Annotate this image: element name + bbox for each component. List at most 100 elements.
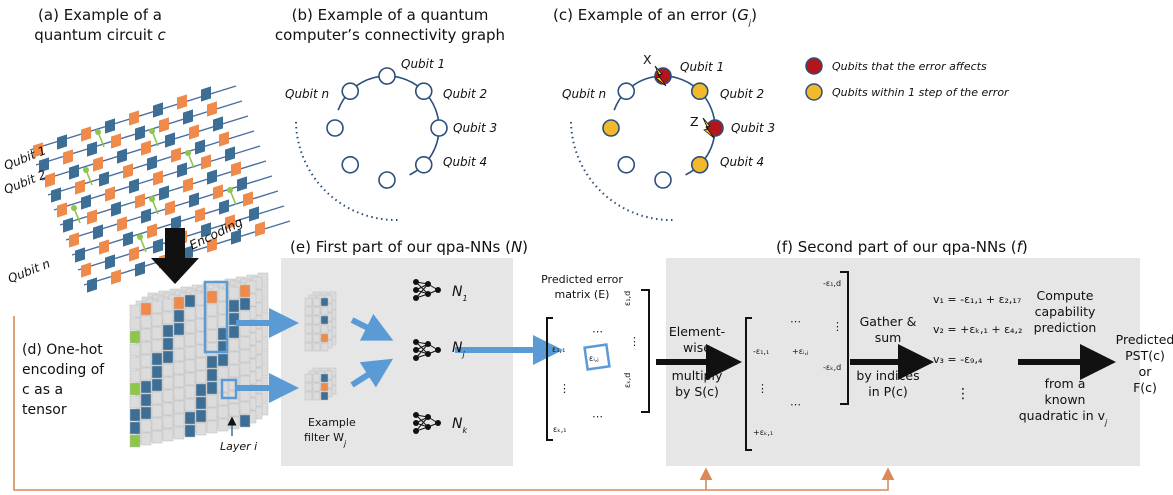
graph-c-qubit-2-label: Qubit 2: [720, 87, 764, 101]
circuit-qubit-n-label: Qubit n: [6, 256, 52, 286]
net-node: [413, 412, 419, 418]
tensor-cell: [140, 367, 152, 381]
circuit-gate: [117, 216, 127, 232]
tensor-cell: [162, 350, 174, 364]
filter-cell: [304, 373, 313, 383]
panel-f-title: (f) Second part of our qpa-NNs (f): [776, 238, 1028, 256]
tensor-filter-highlight-top: [203, 280, 229, 354]
matrix-s-left-bracket: [745, 317, 752, 451]
tensor-cell: [195, 422, 207, 436]
tensor-cell: [239, 297, 251, 311]
tensor-cell: [151, 352, 163, 366]
circuit-gate: [81, 194, 91, 210]
filter-cell: [320, 333, 329, 343]
legend-within-swatch: [805, 83, 823, 101]
tensor-cell: [140, 419, 152, 433]
tensor-cell: [184, 398, 196, 412]
cnot-control-dot: [185, 150, 191, 156]
tensor-cell: [195, 357, 207, 371]
tensor-cell: [151, 404, 163, 418]
circuit-gate: [57, 202, 67, 218]
tensor-cell: [151, 365, 163, 379]
filter-cell: [320, 324, 329, 334]
tensor-cell: [129, 343, 141, 357]
circuit-gate: [219, 199, 229, 215]
tensor-cell: [173, 374, 185, 388]
graph-b-qubit-n-label: Qubit n: [285, 87, 329, 101]
filter-cell: [304, 342, 313, 352]
tensor-cell: [217, 405, 229, 419]
circuit-gate: [153, 238, 163, 254]
matrix-s-dots-left: ⋮: [757, 382, 768, 395]
circuit-gate: [51, 187, 61, 203]
tensor-cell: [184, 307, 196, 321]
circuit-gate: [171, 147, 181, 163]
tensor-cell: [173, 426, 185, 440]
filter-label-line2: filter Wj: [304, 431, 347, 448]
tensor-cell: [151, 391, 163, 405]
tensor-cell: [140, 393, 152, 407]
compute-line1: Compute: [1036, 288, 1093, 303]
tensor-cell: [129, 304, 141, 318]
net-node: [435, 347, 441, 353]
circuit-gate: [63, 149, 73, 165]
cnot-control-dot: [227, 187, 233, 193]
net-node: [425, 414, 431, 420]
tensor-cell: [184, 333, 196, 347]
tensor-cell: [140, 354, 152, 368]
legend-affects-swatch: [805, 57, 823, 75]
one-hot-tensor: [129, 272, 269, 448]
tensor-cell: [173, 335, 185, 349]
circuit-gate: [201, 154, 211, 170]
tensor-cell: [173, 361, 185, 375]
filter-cell: [320, 297, 329, 307]
tensor-cell: [206, 394, 218, 408]
compute-line6: quadratic in vj: [1019, 408, 1108, 427]
graph-c-qubit-n-label: Qubit n: [562, 87, 606, 101]
elementwise-line1: Element-: [669, 324, 725, 339]
circuit-gate: [165, 132, 175, 148]
elementwise-line2: wise: [683, 340, 711, 355]
tensor-cell: [129, 330, 141, 344]
compute-line5: known: [1045, 392, 1086, 407]
tensor-cell: [129, 317, 141, 331]
circuit-gate: [147, 155, 157, 171]
circuit-gate: [105, 186, 115, 202]
tensor-cell: [151, 300, 163, 314]
tensor-cell: [129, 395, 141, 409]
tensor-cell: [151, 378, 163, 392]
tensor-cell: [206, 355, 218, 369]
tensor-cell: [239, 336, 251, 350]
tensor-cell: [184, 372, 196, 386]
circuit-gate: [183, 245, 193, 261]
net-edge: [415, 283, 429, 299]
circuit-gate: [129, 110, 139, 126]
filter-cell: [312, 382, 321, 392]
circuit-gate: [249, 206, 259, 222]
matrix-s-dots-bottom: ⋯: [790, 398, 801, 411]
circuit-gate: [105, 118, 115, 134]
circuit-gate: [111, 269, 121, 285]
tensor-cell: [140, 328, 152, 342]
legend-affects-label: Qubits that the error affects: [832, 60, 987, 73]
error-graph: [602, 67, 724, 189]
gather-line3: by indices: [856, 368, 919, 383]
circuit-gate: [123, 163, 133, 179]
gather-line4: in P(c): [868, 384, 908, 399]
tensor-cell: [217, 418, 229, 432]
tensor-cell: [151, 326, 163, 340]
tensor-cell: [184, 294, 196, 308]
tensor-cell: [162, 363, 174, 377]
gather-line2: sum: [875, 330, 902, 345]
error-z-label: Z: [690, 114, 699, 129]
tensor-cell: [217, 366, 229, 380]
matrix-s-ekd: -εₖ,d: [823, 363, 841, 372]
tensor-cell: [206, 407, 218, 421]
graph-c-qubit-4-label: Qubit 4: [720, 155, 764, 169]
panel-a-title-line2: quantum circuit c: [34, 26, 166, 44]
circuit-gate: [45, 172, 55, 188]
tensor-cell: [151, 339, 163, 353]
filter-cell: [304, 315, 313, 325]
matrix-s-right-bracket: [840, 271, 849, 405]
